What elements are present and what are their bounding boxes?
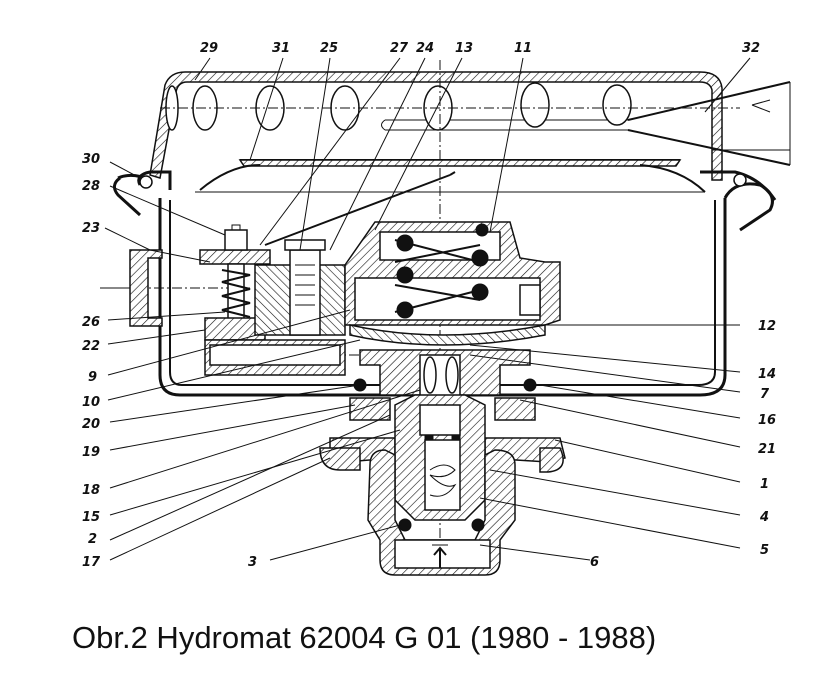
air-holes [165, 82, 632, 131]
spring-housing [344, 221, 561, 326]
part-label-11: 11 [514, 41, 532, 56]
needle-valve [199, 224, 346, 354]
part-label-32: 32 [742, 41, 760, 56]
part-label-21: 21 [758, 442, 776, 457]
part-label-18: 18 [82, 483, 100, 498]
part-label-1: 1 [760, 477, 769, 492]
part-label-26: 26 [82, 315, 100, 330]
part-label-13: 13 [455, 41, 473, 56]
part-label-3: 3 [248, 555, 257, 570]
part-label-14: 14 [758, 367, 776, 382]
part-label-2: 2 [88, 532, 97, 547]
valve-body [394, 394, 486, 521]
part-label-20: 20 [82, 417, 100, 432]
bottom-cup [367, 449, 516, 576]
part-label-5: 5 [760, 543, 769, 558]
lever-rod [264, 174, 451, 246]
part-label-25: 25 [320, 41, 338, 56]
part-label-6: 6 [590, 555, 599, 570]
part-label-24: 24 [416, 41, 434, 56]
part-label-30: 30 [82, 152, 100, 167]
part-label-17: 17 [82, 555, 101, 570]
part-label-7: 7 [760, 387, 770, 402]
part-label-4: 4 [759, 510, 769, 525]
part-label-12: 12 [758, 319, 776, 334]
figure-caption: Obr.2 Hydromat 62004 G 01 (1980 - 1988) [72, 620, 656, 655]
diaphragm-plate [195, 159, 706, 193]
leader-lines [104, 57, 751, 561]
part-label-19: 19 [82, 445, 100, 460]
part-label-28: 28 [82, 179, 100, 194]
membrane [349, 324, 546, 346]
part-label-9: 9 [88, 370, 97, 385]
part-label-27: 27 [390, 41, 409, 56]
upper-cover [137, 71, 777, 201]
part-label-23: 23 [82, 221, 100, 236]
part-label-10: 10 [82, 395, 100, 410]
part-label-15: 15 [82, 510, 100, 525]
part-label-16: 16 [758, 413, 776, 428]
part-labels: 29 31 25 27 24 13 11 32 30 28 23 26 22 9… [82, 41, 776, 570]
part-label-31: 31 [272, 41, 290, 56]
part-label-22: 22 [82, 339, 100, 354]
part-label-29: 29 [200, 41, 218, 56]
